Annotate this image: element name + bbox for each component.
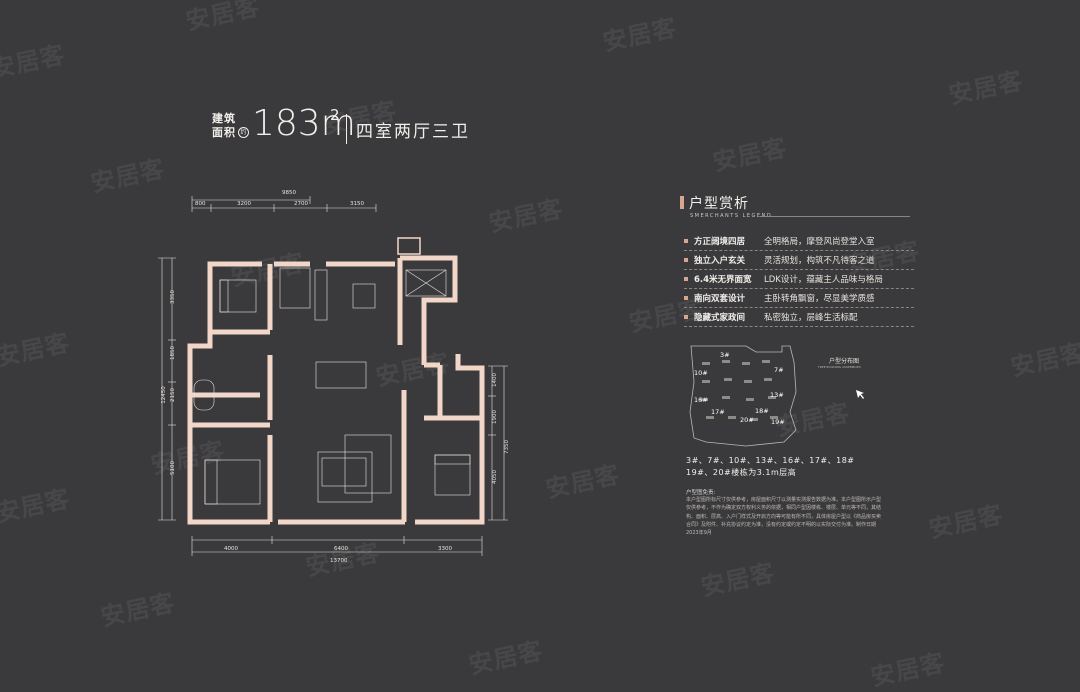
dim-right-segment: 1900 xyxy=(492,410,498,424)
dim-left-segment: 2150 xyxy=(170,388,176,402)
floor-height-line1: 3#、7#、10#、13#、16#、17#、18# xyxy=(686,456,855,465)
watermark-text: 安居客 xyxy=(1008,338,1080,382)
watermark-text: 安居客 xyxy=(98,588,178,632)
feature-desc: 主卧转角飘窗，尽显美学质感 xyxy=(764,294,875,304)
bullet-icon xyxy=(684,296,688,300)
layout-title: 四室两厅三卫 xyxy=(356,122,470,142)
dim-bottom-total: 13700 xyxy=(330,558,348,564)
bullet-icon xyxy=(684,239,688,243)
walls xyxy=(187,255,485,525)
dim-bottom-segment: 4000 xyxy=(224,546,238,552)
site-map-subtitle: FREE BUILDING ASSEMBLIES xyxy=(818,365,861,369)
feature-name: 方正阔境四居 xyxy=(694,237,746,247)
floor-height-line2: 19#、20#楼栋为3.1m层高 xyxy=(686,468,797,477)
watermark-text: 安居客 xyxy=(926,500,1006,544)
feature-desc: LDK设计，蕴藏主人品味与格局 xyxy=(764,275,883,285)
analysis-title: 户型赏析 xyxy=(689,196,749,212)
area-label-line2: 面积 xyxy=(212,126,236,139)
dim-right-segment: 4050 xyxy=(492,470,498,484)
dim-top-segment: 3200 xyxy=(237,201,251,207)
dim-top-segment: 800 xyxy=(195,201,206,207)
shaft-rect xyxy=(397,237,421,255)
building-label: 3# xyxy=(720,351,730,359)
approx-mark: 约 xyxy=(238,127,249,138)
feature-desc: 灵活规划，构筑不凡待客之道 xyxy=(764,256,875,266)
building-label: 16# xyxy=(694,396,708,404)
dim-left-segment: 5100 xyxy=(170,461,176,475)
feature-item: 南向双套设计 主卧转角飘窗，尽显美学质感 xyxy=(684,289,914,308)
site-map-title: 户型分布图 xyxy=(829,358,860,365)
area-label: 建筑 面积 xyxy=(212,112,236,140)
divider xyxy=(760,216,910,217)
building-label: 13# xyxy=(770,391,784,399)
bullet-icon xyxy=(684,315,688,319)
header-divider xyxy=(346,114,347,144)
feature-item: 方正阔境四居 全明格局，摩登风尚登堂入室 xyxy=(684,232,914,251)
area-superscript: 2 xyxy=(330,106,340,124)
feature-item: 独立入户玄关 灵活规划，构筑不凡待客之道 xyxy=(684,251,914,270)
dim-left-segment: 3350 xyxy=(170,290,176,304)
watermark-text: 安居客 xyxy=(0,328,73,372)
fixtures xyxy=(193,267,471,505)
feature-desc: 私密独立，层峰生活标配 xyxy=(764,313,858,323)
dim-bottom-segment: 3300 xyxy=(438,546,452,552)
watermark-text: 安居客 xyxy=(0,40,68,84)
bullet-icon xyxy=(684,277,688,281)
dim-left-segment: 1850 xyxy=(170,346,176,360)
section-accent-bar xyxy=(680,196,684,209)
watermark-text: 安居客 xyxy=(466,636,546,680)
watermark-text: 安居客 xyxy=(0,484,73,528)
feature-name: 独立入户玄关 xyxy=(694,256,746,266)
disclaimer-title: 户型图免责: xyxy=(686,490,716,496)
dim-right-segment: 1400 xyxy=(492,373,498,387)
dim-top-total: 9850 xyxy=(282,190,296,196)
dim-top-segment: 2700 xyxy=(294,201,308,207)
watermark-text: 安居客 xyxy=(698,558,778,602)
feature-name: 隐藏式家政间 xyxy=(694,313,746,323)
building-label: 20# xyxy=(740,416,754,424)
watermark-text: 安居客 xyxy=(946,66,1026,110)
dim-top-segment: 3150 xyxy=(350,201,364,207)
feature-list: 方正阔境四居 全明格局，摩登风尚登堂入室 独立入户玄关 灵活规划，构筑不凡待客之… xyxy=(684,232,914,327)
building-label: 17# xyxy=(711,408,725,416)
cursor-icon xyxy=(856,390,864,399)
feature-item: 隐藏式家政间 私密独立，层峰生活标配 xyxy=(684,308,914,327)
watermark-text: 安居客 xyxy=(183,0,263,36)
dim-left-total: 12450 xyxy=(160,386,167,404)
floor-plan xyxy=(158,196,508,556)
dim-bottom-segment: 6400 xyxy=(334,546,348,552)
building-label: 7# xyxy=(774,366,784,374)
feature-name: 南向双套设计 xyxy=(694,294,746,304)
feature-item: 6.4米无界面宽 LDK设计，蕴藏主人品味与格局 xyxy=(684,270,914,289)
site-map xyxy=(689,345,864,447)
dim-right-total: 7350 xyxy=(504,440,510,454)
area-value: 183m xyxy=(252,103,356,144)
watermark-text: 安居客 xyxy=(710,133,790,177)
building-label: 18# xyxy=(755,407,769,415)
dimension-lines xyxy=(158,196,508,556)
watermark-text: 安居客 xyxy=(868,648,948,692)
legend-subtitle: SMERCHANTS LEGEND xyxy=(690,213,773,219)
watermark-text: 安居客 xyxy=(600,13,680,57)
bullet-icon xyxy=(684,258,688,262)
disclaimer-text: 本户型图所标尺寸仅供参考，房屋面积尺寸以测量实测报告数据为准。本户型图所示户型仅… xyxy=(686,497,882,537)
watermark-text: 安居客 xyxy=(543,460,623,504)
building-label: 10# xyxy=(694,369,708,377)
feature-desc: 全明格局，摩登风尚登堂入室 xyxy=(764,237,875,247)
feature-name: 6.4米无界面宽 xyxy=(694,275,752,285)
area-label-line1: 建筑 xyxy=(212,112,236,125)
building-label: 19# xyxy=(771,418,785,426)
